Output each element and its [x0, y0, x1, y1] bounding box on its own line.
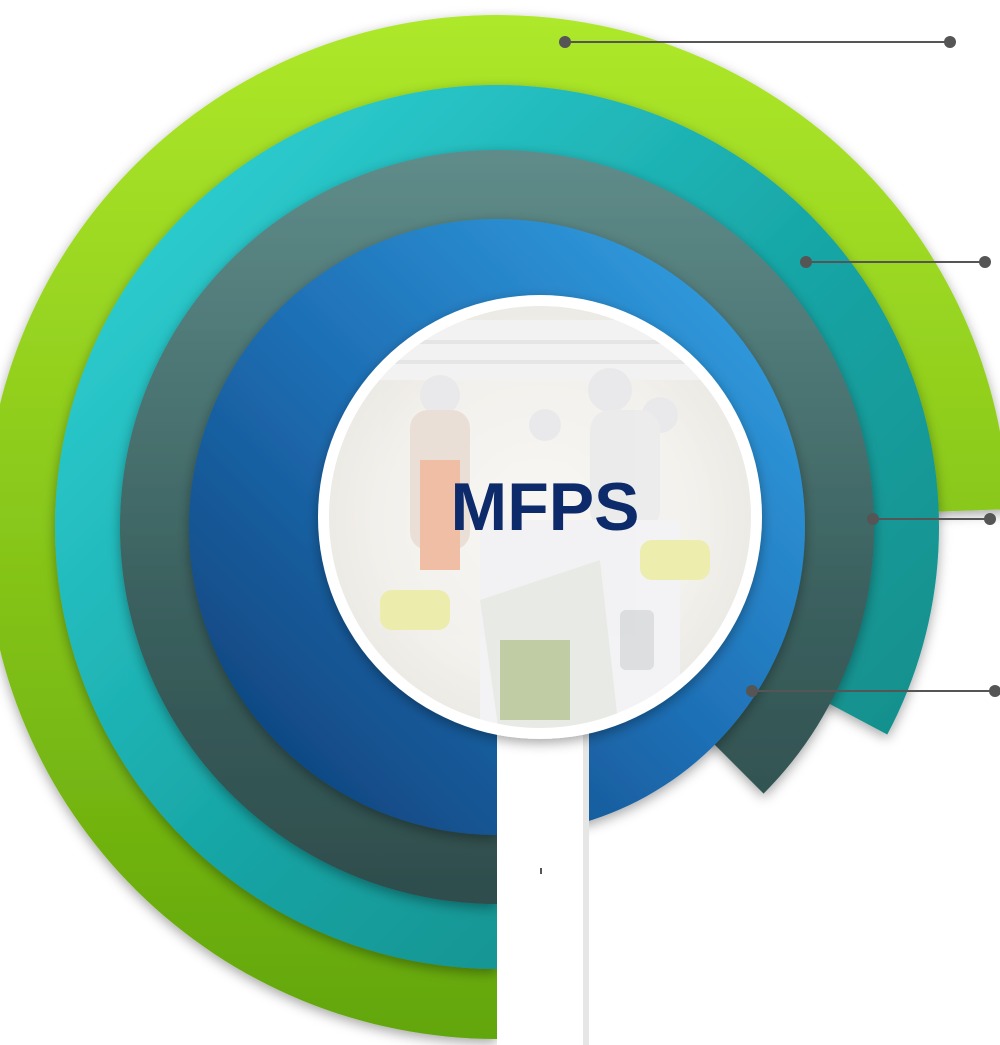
connector-green-end-dot	[944, 36, 956, 48]
connector-blue-start-dot	[746, 685, 758, 697]
center-stem-shadow	[583, 700, 589, 1045]
connector-slate	[867, 513, 996, 525]
connector-blue	[746, 685, 1000, 697]
stem-mark	[540, 868, 542, 874]
center-disc	[318, 295, 762, 739]
connector-blue-end-dot	[989, 685, 1000, 697]
connector-cyan-start-dot	[800, 256, 812, 268]
connector-green	[559, 36, 956, 48]
connector-slate-end-dot	[984, 513, 996, 525]
connector-cyan	[800, 256, 991, 268]
connector-cyan-end-dot	[979, 256, 991, 268]
connector-slate-start-dot	[867, 513, 879, 525]
connector-green-start-dot	[559, 36, 571, 48]
center-label: MFPS	[451, 469, 640, 545]
